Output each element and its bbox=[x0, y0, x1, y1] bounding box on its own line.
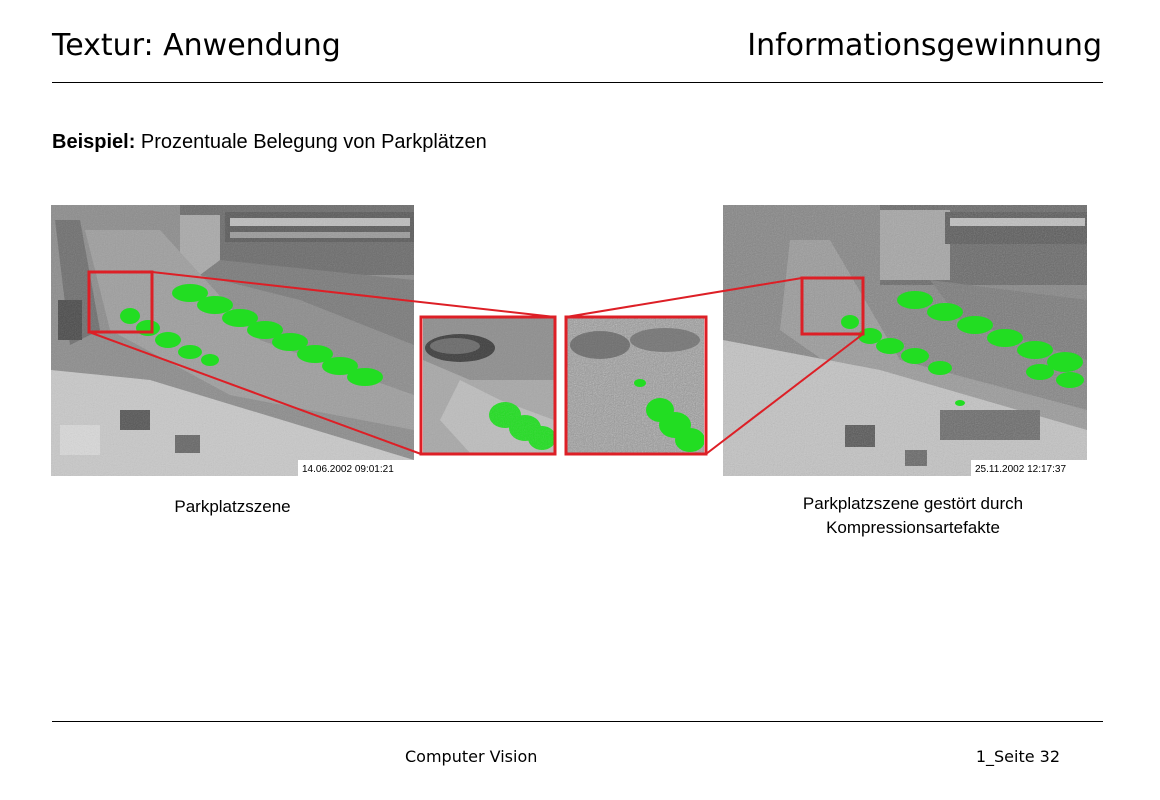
right-caption: Parkplatzszene gestört durch Kompression… bbox=[723, 492, 1103, 540]
detection-overlay-left bbox=[120, 284, 383, 386]
parking-scene-left-image: 14.06.2002 09:01:21 bbox=[51, 205, 414, 476]
example-label: Beispiel: bbox=[52, 131, 136, 153]
right-caption-line1: Parkplatzszene gestört durch bbox=[802, 494, 1024, 513]
left-timestamp: 14.06.2002 09:01:21 bbox=[302, 464, 394, 475]
connector-line bbox=[88, 331, 422, 455]
zoom-box-left bbox=[419, 315, 557, 456]
right-caption-line2: Kompressionsartefakte bbox=[826, 518, 1000, 537]
parking-scene-right-image: 25.11.2002 12:17:37 bbox=[723, 205, 1087, 476]
highlight-annotations bbox=[87, 270, 865, 456]
header-divider bbox=[52, 82, 1103, 83]
highlight-box-right bbox=[800, 276, 865, 336]
zoom-right-image bbox=[567, 318, 704, 453]
left-caption: Parkplatzszene bbox=[174, 497, 291, 516]
connector-line bbox=[705, 333, 864, 455]
connector-line bbox=[565, 277, 803, 318]
zoom-box-right bbox=[564, 315, 708, 456]
connector-line bbox=[151, 271, 556, 318]
footer-course: Computer Vision bbox=[405, 747, 538, 766]
footer-page-number: 1_Seite 32 bbox=[975, 747, 1060, 766]
slide-title: Textur: Anwendung bbox=[52, 28, 341, 63]
detection-overlay-right bbox=[841, 291, 1084, 406]
zoom-left-image bbox=[423, 318, 554, 453]
footer-divider bbox=[52, 721, 1103, 722]
example-line: Beispiel: Prozentuale Belegung von Parkp… bbox=[52, 131, 487, 154]
highlight-box-left bbox=[87, 270, 154, 334]
example-text: Prozentuale Belegung von Parkplätzen bbox=[135, 131, 487, 153]
slide-section-title: Informationsgewinnung bbox=[747, 28, 1102, 63]
right-timestamp: 25.11.2002 12:17:37 bbox=[975, 464, 1066, 475]
